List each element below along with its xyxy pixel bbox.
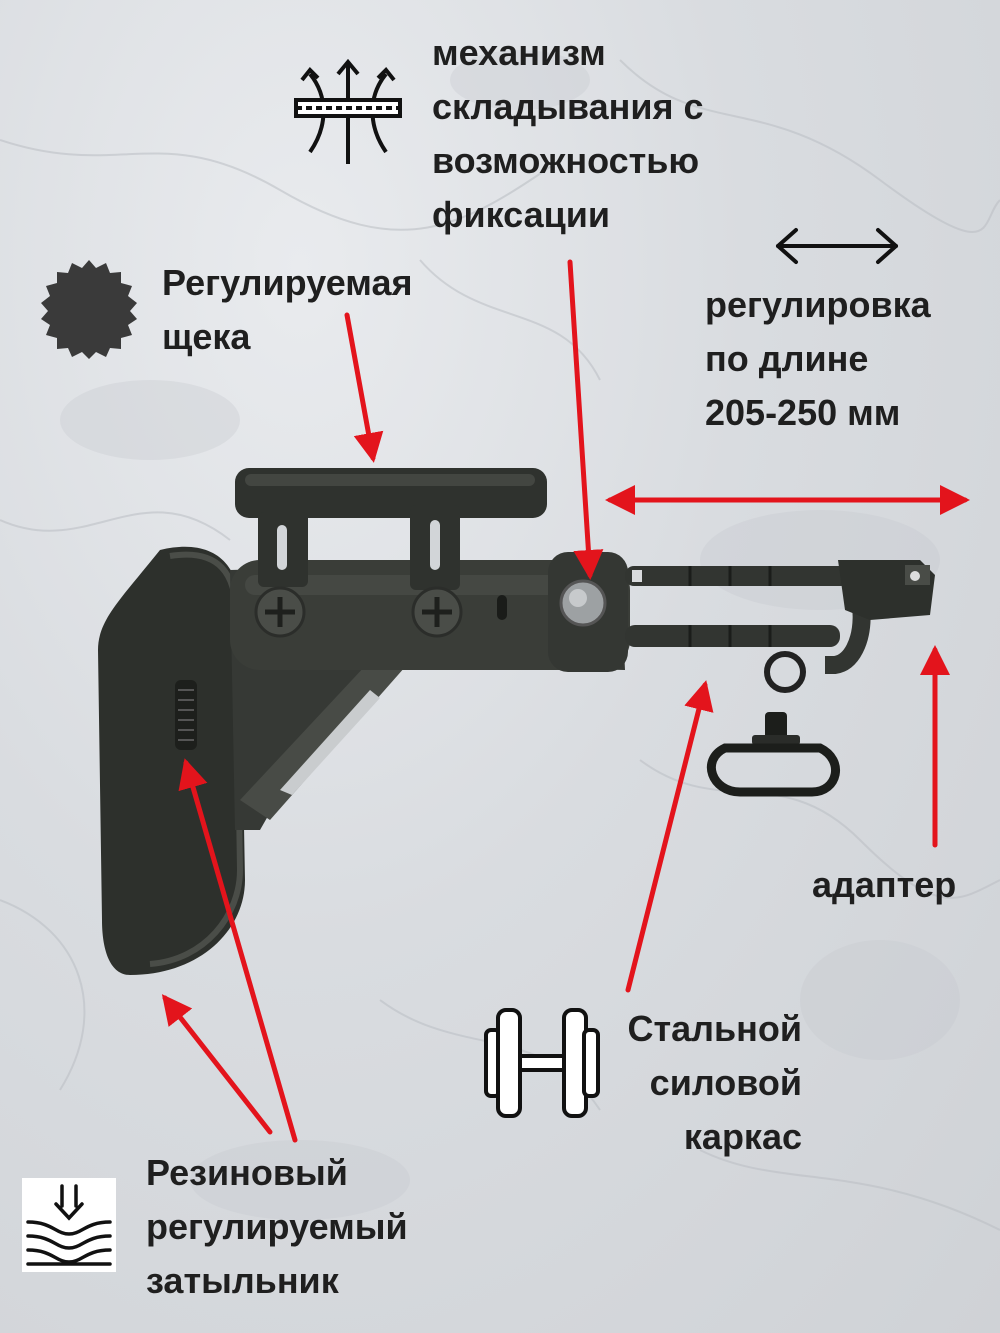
- steel-frame-label: Стальной силовой каркас: [604, 1002, 802, 1164]
- length-adjustment-label: регулировка по длине 205-250 мм: [705, 278, 931, 440]
- gear-cog-icon: [41, 260, 137, 359]
- steel-frame-rods: [625, 566, 871, 693]
- sling-swivel: [706, 712, 840, 797]
- adapter-label: адаптер: [812, 858, 956, 912]
- label-line: Стальной: [627, 1008, 802, 1049]
- double-headed-arrow-icon: [776, 228, 898, 264]
- label-line: механизм: [432, 32, 606, 73]
- buttpad-arrow-lower: [161, 994, 273, 1135]
- label-line: 205-250 мм: [705, 392, 901, 433]
- label-line: фиксации: [432, 194, 611, 235]
- label-line: складывания с: [432, 86, 704, 127]
- dumbbell-icon: [484, 1008, 600, 1118]
- folding-arrow: [567, 259, 604, 580]
- rubber-buttpad: [98, 546, 245, 975]
- folding-mechanism-icon: [294, 58, 402, 164]
- label-line: щека: [162, 316, 251, 357]
- label-line: регулируемый: [146, 1206, 408, 1247]
- folding-hinge: [548, 552, 628, 672]
- label-line: Регулируемая: [162, 262, 413, 303]
- cheek-arrow: [344, 312, 384, 463]
- label-line: затыльник: [146, 1260, 339, 1301]
- buttpad-arrow-upper: [178, 758, 298, 1143]
- label-line: Резиновый: [146, 1152, 348, 1193]
- cheek-label: Регулируемая щека: [162, 256, 412, 364]
- buttpad-label: Резиновый регулируемый затыльник: [146, 1146, 408, 1308]
- frame-arrow: [625, 680, 714, 993]
- cheek-riser: [235, 468, 547, 638]
- adapter-block: [838, 560, 935, 620]
- label-line: по длине: [705, 338, 869, 379]
- label-line: каркас: [683, 1116, 802, 1157]
- label-line: адаптер: [812, 864, 957, 905]
- cushion-press-icon: [22, 1178, 116, 1272]
- folding-mechanism-label: механизм складывания с возможностью фикс…: [432, 26, 704, 242]
- label-line: возможностью: [432, 140, 700, 181]
- label-line: регулировка: [705, 284, 931, 325]
- label-line: силовой: [649, 1062, 802, 1103]
